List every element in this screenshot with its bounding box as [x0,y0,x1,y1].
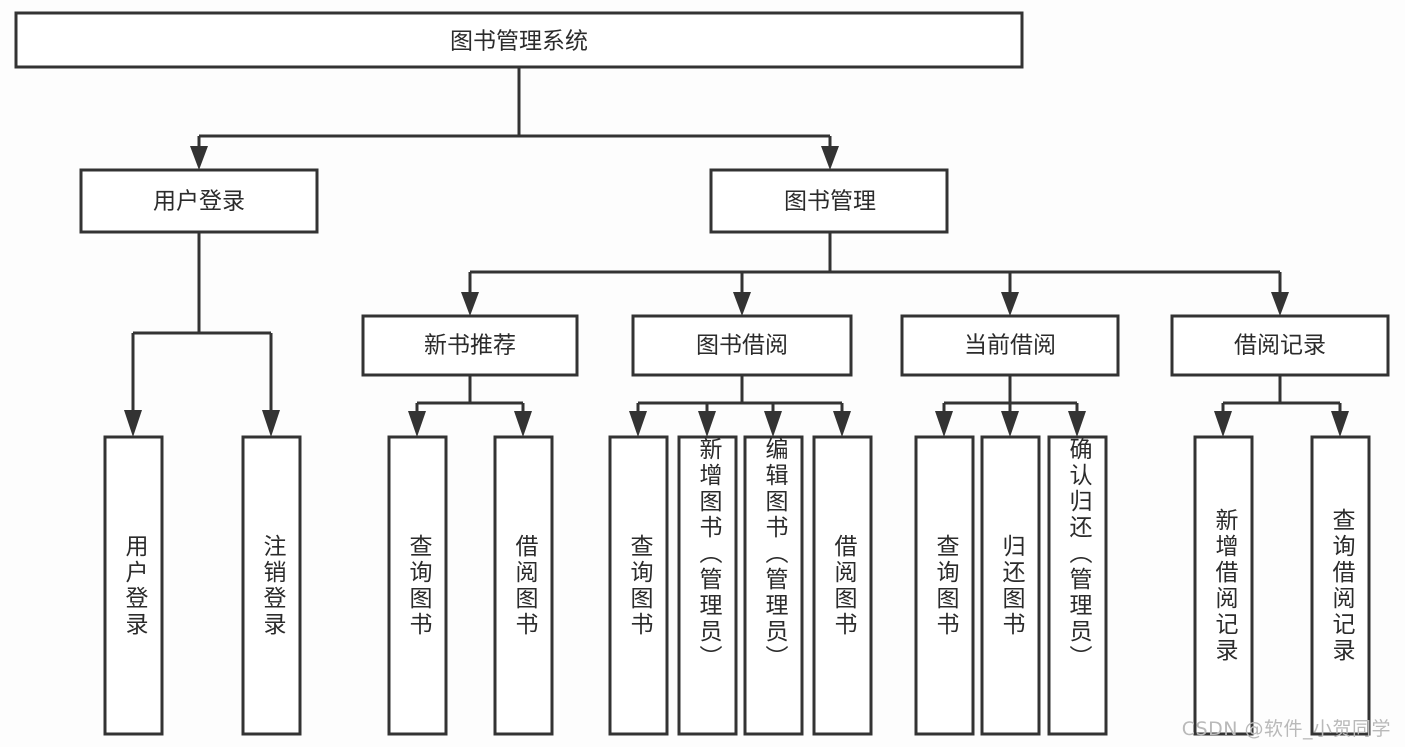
node-box-leaf-edit-book[interactable] [743,435,804,736]
node-box-leaf-return-book[interactable] [980,435,1041,736]
node-label-book-borrow: 图书借阅 [696,333,788,359]
arrow-to-leaf-borrow-book-1 [514,411,532,437]
node-box-current-borrow[interactable] [900,314,1120,377]
connector-book-borrow-to-leaves [629,375,851,437]
connector-user-login-to-leaves [124,232,280,437]
node-box-leaf-add-record[interactable] [1193,435,1254,736]
arrow-to-leaf-query-book-2 [629,411,647,437]
arrow-to-borrow-record [1271,292,1289,316]
node-box-root[interactable] [14,11,1024,69]
arrow-to-leaf-query-book-1 [408,411,426,437]
node-label-current-borrow: 当前借阅 [964,333,1056,359]
connector-book-management-to-level3 [461,232,1289,316]
arrow-to-book-borrow [733,292,751,316]
arrow-to-leaf-query-book-3 [935,411,953,437]
node-box-leaf-user-logout[interactable] [241,435,302,736]
connector-new-book-recommend-to-leaves [408,375,532,437]
node-box-book-management[interactable] [709,168,949,234]
node-box-borrow-record[interactable] [1170,314,1390,377]
node-label-borrow-record: 借阅记录 [1234,333,1326,359]
node-box-leaf-query-book-1[interactable] [387,435,448,736]
arrow-to-leaf-edit-book [764,411,782,437]
arrow-to-leaf-borrow-book-2 [833,411,851,437]
node-box-user-login[interactable] [79,168,319,234]
connector-current-borrow-to-leaves [935,375,1086,437]
node-box-leaf-query-record[interactable] [1310,435,1371,736]
node-box-leaf-user-login[interactable] [103,435,164,736]
node-box-leaf-borrow-book-2[interactable] [812,435,873,736]
arrow-to-new-book-recommend [461,292,479,316]
arrow-to-leaf-user-logout [262,410,280,437]
node-box-new-book-recommend[interactable] [361,314,579,377]
arrow-to-leaf-add-book [698,411,716,437]
arrow-to-current-borrow [1001,292,1019,316]
node-box-book-borrow[interactable] [631,314,853,377]
node-label-user-login: 用户登录 [153,189,245,215]
node-label-book-management: 图书管理 [784,189,876,215]
arrow-to-user-login [190,146,208,170]
connector-root-to-level2 [190,67,839,170]
node-box-leaf-query-book-2[interactable] [608,435,669,736]
node-box-leaf-confirm-return[interactable] [1047,435,1108,736]
arrow-to-leaf-user-login [124,410,142,437]
arrow-to-leaf-query-record [1331,411,1349,437]
node-box-leaf-query-book-3[interactable] [914,435,975,736]
node-label-new-book-recommend: 新书推荐 [424,333,516,359]
node-box-leaf-add-book[interactable] [677,435,738,736]
node-box-leaf-borrow-book-1[interactable] [493,435,554,736]
arrow-to-leaf-confirm-return [1068,411,1086,437]
node-label-root: 图书管理系统 [450,29,588,55]
connector-borrow-record-to-leaves [1214,375,1349,437]
arrow-to-book-management [821,146,839,170]
arrow-to-leaf-add-record [1214,411,1232,437]
arrow-to-leaf-return-book [1001,411,1019,437]
